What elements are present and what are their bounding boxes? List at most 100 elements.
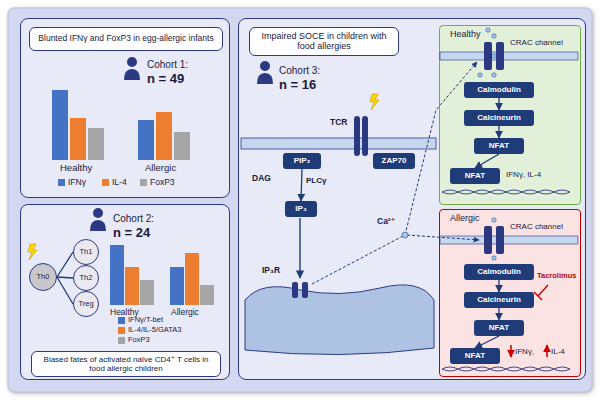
- ip3-receptor: [292, 282, 308, 298]
- endoplasmic-reticulum: [245, 285, 434, 355]
- node-text: Biased fates of activated naïve CD4⁺ T c…: [37, 355, 215, 373]
- node-text: Calcineurin: [477, 113, 521, 122]
- gene-label: IFNγ, IL-4: [506, 170, 541, 179]
- gene-label: IL-4: [551, 347, 565, 356]
- cohort-panel: Cohort 1:n = 49Blunted IFNγ and FoxP3 in…: [20, 18, 230, 198]
- node-text: IP₃: [295, 204, 306, 213]
- connector: [475, 336, 499, 348]
- legend-text: FoxP3: [128, 336, 150, 345]
- protein-box: NFAT: [474, 138, 524, 154]
- node-text: Th2: [80, 274, 93, 283]
- molecule-box: PIP₂: [283, 153, 321, 169]
- legend-text: IFNγ: [68, 178, 86, 188]
- node-text: Th0: [37, 273, 50, 282]
- cell-circle: Treg: [73, 291, 99, 317]
- node-text: Treg: [78, 300, 93, 309]
- protein-box: Calmodulin: [464, 82, 534, 98]
- panel-text: Cohort 3:: [279, 65, 320, 77]
- molecule-label: IP₃R: [262, 266, 280, 276]
- axis-label: Healthy: [60, 163, 92, 174]
- connector: [498, 308, 499, 320]
- node-text: Calmodulin: [477, 85, 521, 94]
- bar-chart: [52, 90, 214, 305]
- molecule-label: PLCγ: [306, 176, 326, 185]
- connector: [57, 252, 73, 277]
- tcr-receptor: [354, 116, 368, 156]
- title-box: Blunted IFNγ and FoxP3 in egg-allergic i…: [29, 27, 223, 51]
- molecule-box: IP₃: [285, 201, 317, 217]
- node-text: ZAP70: [382, 156, 407, 165]
- node-text: NFAT: [465, 351, 485, 360]
- summary-box: Biased fates of activated naïve CD4⁺ T c…: [31, 351, 221, 377]
- crac-channel: [484, 42, 504, 254]
- molecule-label: DAG: [252, 174, 271, 184]
- panel-text: Allergic: [450, 213, 480, 223]
- protein-box: Calcineurin: [464, 292, 534, 308]
- legend-item: IL-4: [102, 178, 127, 188]
- cohort-panel: Cohort 2:n = 24 Th0 Th1Th2TregBiased fates…: [20, 204, 230, 380]
- connector: [57, 277, 73, 278]
- node-text: Calcineurin: [477, 295, 521, 304]
- change-arrow: [511, 345, 547, 357]
- panel-text: Cohort 2:: [113, 213, 154, 225]
- legend-item: IFNγ: [58, 178, 86, 188]
- node-text: Blunted IFNγ and FoxP3 in egg-allergic i…: [38, 34, 213, 44]
- node-text: Th1: [80, 248, 93, 257]
- legend-item: IL-4/IL-5/GATA3: [118, 326, 182, 335]
- gene-label: IFNγ,: [515, 347, 534, 356]
- connector: [301, 169, 302, 201]
- node-text: Impaired SOCE in children with food alle…: [255, 31, 393, 52]
- legend-text: FoxP3: [150, 178, 175, 188]
- lightning-icon: [28, 94, 379, 260]
- connector: [498, 126, 499, 138]
- person-icon: [90, 57, 273, 231]
- node-text: NFAT: [465, 171, 485, 180]
- legend-swatch: [102, 179, 109, 186]
- connector: [498, 280, 499, 292]
- title-box: Impaired SOCE in children with food alle…: [249, 27, 399, 56]
- channel-label: CRAC channel: [510, 38, 563, 47]
- node-text: NFAT: [489, 141, 509, 150]
- cell-circle: Th0: [29, 263, 57, 291]
- frame: [8, 8, 592, 392]
- panel-text: n = 16: [279, 78, 316, 93]
- node-text: Calmodulin: [477, 267, 521, 276]
- protein-box: NFAT: [450, 168, 500, 184]
- molecule-label: TCR: [330, 118, 347, 128]
- axis-label: Allergic: [171, 308, 199, 318]
- legend-swatch: [140, 179, 147, 186]
- protein-box: NFAT: [474, 320, 524, 336]
- panel-text: n = 24: [113, 226, 150, 241]
- node-text: PIP₂: [294, 156, 310, 165]
- calcium-path: [312, 62, 479, 284]
- legend-item: FoxP3: [118, 336, 150, 345]
- legend-text: IL-4/IL-5/GATA3: [128, 326, 182, 335]
- legend-text: IFNγ/T-bet: [128, 316, 163, 325]
- inhibition-mark: [534, 285, 548, 300]
- protein-box: Calmodulin: [464, 264, 534, 280]
- legend-swatch: [118, 317, 125, 324]
- dna-strand: [442, 190, 570, 371]
- protein-box: NFAT: [450, 348, 500, 364]
- cohort-panel: Cohort 3:n = 16 Impaired SOCE in children…: [238, 18, 586, 380]
- protein-box: Calcineurin: [464, 110, 534, 126]
- cell-circle: Th2: [73, 265, 99, 291]
- panel-text: Cohort 1:: [147, 59, 188, 71]
- molecule-box: ZAP70: [373, 153, 415, 169]
- legend-swatch: [118, 337, 125, 344]
- channel-label: CRAC channel: [510, 222, 563, 231]
- ip3-arrow: [299, 218, 300, 278]
- axis-label: Allergic: [145, 163, 176, 174]
- connector: [57, 277, 73, 304]
- calcium-ions: [478, 28, 496, 260]
- connector: [475, 154, 499, 168]
- legend-text: IL-4: [112, 178, 127, 188]
- cell-membrane: [241, 52, 578, 244]
- legend-swatch: [58, 179, 65, 186]
- legend-swatch: [118, 327, 125, 334]
- legend-item: IFNγ/T-bet: [118, 316, 163, 325]
- ion-label: Ca²⁺: [377, 217, 395, 227]
- drug-label: Tacrolimus: [537, 272, 576, 281]
- panel-text: Healthy: [450, 29, 481, 39]
